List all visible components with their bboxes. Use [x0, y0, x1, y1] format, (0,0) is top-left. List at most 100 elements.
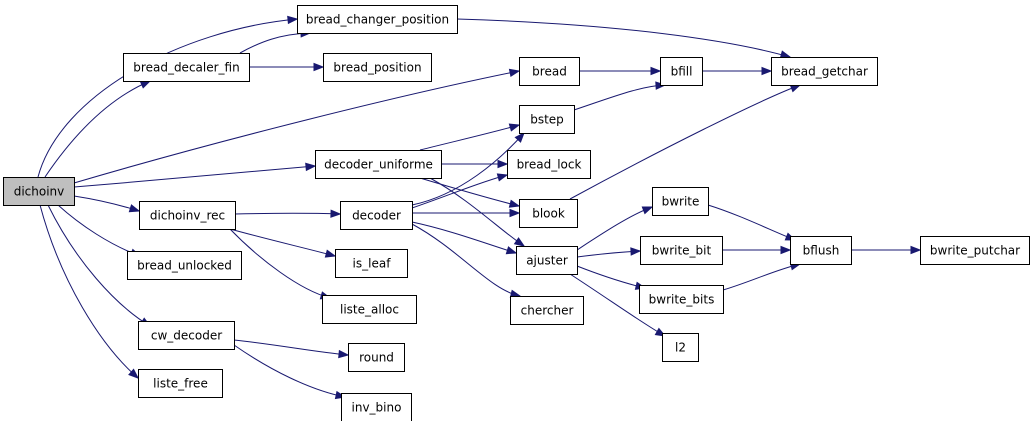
edge-dichoinv-to-bread_unlocked — [57, 204, 142, 257]
node-cw-decoder[interactable]: cw_decoder — [138, 321, 235, 350]
node-box — [297, 5, 458, 34]
node-bread-getchar[interactable]: bread_getchar — [771, 57, 878, 86]
node-box — [920, 236, 1030, 265]
edge-dichoinv-to-decoder_uniforme — [73, 162, 317, 188]
node-box — [652, 187, 709, 216]
node-round[interactable]: round — [348, 343, 405, 372]
node-decoder[interactable]: decoder — [340, 201, 413, 230]
node-blook[interactable]: blook — [519, 199, 578, 228]
node-bwrite-bits[interactable]: bwrite_bits — [639, 285, 724, 314]
arrowhead — [338, 349, 350, 359]
node-box — [510, 296, 584, 325]
edge-decoder-to-chercher — [411, 223, 522, 298]
node-label: bwrite_bits — [649, 293, 715, 307]
arrowhead — [305, 162, 317, 172]
arrowhead — [630, 247, 642, 256]
node-bfill[interactable]: bfill — [660, 57, 703, 86]
node-box — [662, 333, 699, 362]
node-label: round — [359, 351, 394, 365]
node-box — [519, 199, 578, 228]
node-label: bread_position — [333, 61, 421, 75]
edge-bstep-to-bfill — [573, 81, 667, 111]
node-label: liste_alloc — [340, 303, 399, 317]
edge-blook-to-bread_getchar — [569, 84, 802, 200]
node-liste-alloc[interactable]: liste_alloc — [322, 295, 417, 324]
node-bread-position[interactable]: bread_position — [323, 53, 432, 82]
edge-decoder-to-bstep — [411, 131, 525, 206]
node-label: bread_decaler_fin — [133, 61, 239, 75]
node-box — [640, 236, 723, 265]
arrowhead — [128, 368, 140, 379]
edge-ajuster-to-bwrite — [576, 206, 654, 251]
node-label: bstep — [530, 113, 564, 127]
arrowhead — [287, 15, 299, 25]
arrowhead — [508, 68, 521, 78]
node-box — [323, 53, 432, 82]
node-label: cw_decoder — [151, 329, 222, 343]
node-box — [519, 105, 575, 134]
node-label: l2 — [675, 341, 686, 355]
node-liste-free[interactable]: liste_free — [138, 369, 223, 398]
node-box — [507, 150, 591, 179]
node-decoder-uniforme[interactable]: decoder_uniforme — [315, 150, 442, 179]
node-label: bwrite_bit — [652, 244, 712, 258]
node-box — [138, 321, 235, 350]
edge-bread_changer_position-to-bread_getchar — [456, 18, 792, 59]
node-bread-lock[interactable]: bread_lock — [507, 150, 591, 179]
node-box — [315, 150, 442, 179]
arrowhead — [650, 66, 662, 76]
edge-decoder_uniforme-to-bstep — [419, 123, 521, 151]
node-box — [335, 249, 408, 278]
node-bread[interactable]: bread — [519, 57, 580, 86]
edge-dichoinv_rec-to-decoder — [234, 209, 342, 218]
node-box — [138, 369, 223, 398]
edge-dichoinv_rec-to-liste_alloc — [229, 228, 332, 300]
node-box — [639, 285, 724, 314]
edge-bwrite-to-bflush — [707, 204, 797, 241]
node-bwrite[interactable]: bwrite — [652, 187, 709, 216]
node-label: bread_lock — [517, 158, 582, 172]
node-label: blook — [532, 207, 565, 221]
node-bread-decaler-fin[interactable]: bread_decaler_fin — [123, 53, 250, 82]
arrowhead — [761, 66, 773, 76]
node-box — [516, 246, 578, 275]
node-box — [790, 236, 852, 265]
arrowhead — [324, 249, 337, 258]
node-box — [340, 201, 413, 230]
node-l2[interactable]: l2 — [662, 333, 699, 362]
node-dichoinv-rec[interactable]: dichoinv_rec — [139, 201, 236, 230]
node-bread-changer-position[interactable]: bread_changer_position — [297, 5, 458, 34]
node-label: bread_unlocked — [137, 259, 232, 273]
node-bread-unlocked[interactable]: bread_unlocked — [127, 251, 242, 280]
arrowhead — [497, 159, 509, 169]
edge-decoder_uniforme-to-blook — [419, 177, 521, 208]
edge-bwrite_bits-to-bflush — [722, 262, 802, 291]
node-is-leaf[interactable]: is_leaf — [335, 249, 408, 278]
node-bstep[interactable]: bstep — [519, 105, 575, 134]
arrowhead — [496, 173, 509, 182]
node-label: inv_bino — [352, 401, 402, 415]
edge-decoder-to-blook — [412, 208, 521, 218]
node-bwrite-bit[interactable]: bwrite_bit — [640, 236, 723, 265]
node-box — [139, 201, 236, 230]
node-box — [771, 57, 878, 86]
node-inv-bino[interactable]: inv_bino — [341, 393, 412, 421]
arrowhead — [514, 131, 525, 143]
node-ajuster[interactable]: ajuster — [516, 246, 578, 275]
node-label: bwrite — [662, 195, 700, 209]
node-box — [3, 177, 75, 206]
node-bwrite-putchar[interactable]: bwrite_putchar — [920, 236, 1030, 265]
arrowhead — [509, 208, 521, 218]
node-box — [341, 393, 412, 421]
node-label: bflush — [803, 244, 840, 258]
node-label: dichoinv — [14, 185, 65, 199]
node-chercher[interactable]: chercher — [510, 296, 584, 325]
node-box — [127, 251, 242, 280]
node-bflush[interactable]: bflush — [790, 236, 852, 265]
node-dichoinv[interactable]: dichoinv — [3, 177, 75, 206]
nodes-layer: dichoinv bread_changer_position bread_deca… — [3, 5, 1030, 421]
node-box — [322, 295, 417, 324]
edge-cw_decoder-to-round — [233, 339, 350, 359]
arrowhead — [780, 245, 792, 255]
edge-dichoinv-to-bread — [73, 68, 521, 184]
